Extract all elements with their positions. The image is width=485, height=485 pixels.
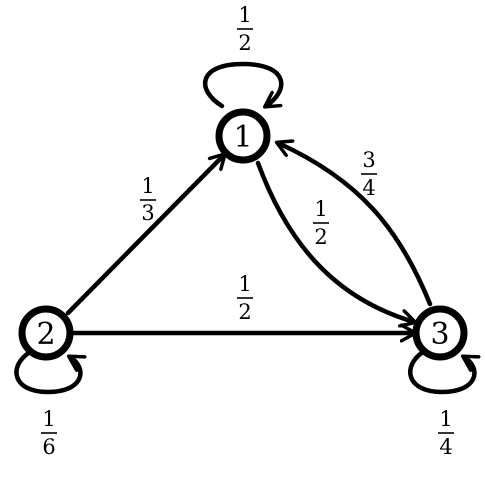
fraction-numerator: 1 — [42, 407, 55, 431]
edge-3-to-1 — [278, 143, 433, 307]
fraction-numerator: 1 — [238, 272, 251, 296]
edge-2-to-2 — [14, 349, 80, 395]
fraction-denominator: 2 — [238, 31, 251, 55]
label-edge-1-to-1: 1 2 — [237, 3, 253, 55]
edge-1-to-1 — [203, 61, 284, 106]
label-edge-3-to-3: 1 4 — [438, 407, 454, 459]
edge-1-to-3 — [255, 160, 414, 322]
node-1-label: 1 — [233, 120, 252, 155]
fraction-numerator: 3 — [362, 148, 375, 172]
edge-3-to-3 — [408, 349, 474, 395]
node-1: 1 — [215, 108, 271, 164]
fraction-numerator: 1 — [439, 407, 452, 431]
edge-2-to-1 — [65, 155, 224, 316]
fraction-numerator: 1 — [238, 3, 251, 27]
label-edge-1-to-3: 1 2 — [313, 197, 329, 249]
label-edge-3-to-1: 3 4 — [361, 148, 377, 200]
fraction-numerator: 1 — [141, 174, 154, 198]
node-2: 2 — [18, 305, 74, 361]
fraction-numerator: 1 — [314, 197, 327, 221]
fraction-denominator: 3 — [141, 201, 154, 225]
fraction-denominator: 4 — [439, 435, 452, 459]
label-edge-2-to-2: 1 6 — [41, 407, 57, 459]
fraction-denominator: 4 — [362, 176, 375, 200]
label-edge-2-to-3: 1 2 — [237, 272, 253, 324]
node-3: 3 — [412, 305, 468, 361]
node-3-label: 3 — [430, 317, 449, 352]
fraction-denominator: 2 — [314, 225, 327, 249]
label-edge-2-to-1: 1 3 — [140, 174, 156, 225]
fraction-denominator: 2 — [238, 300, 251, 324]
node-2-label: 2 — [36, 317, 55, 352]
fraction-denominator: 6 — [42, 435, 55, 459]
